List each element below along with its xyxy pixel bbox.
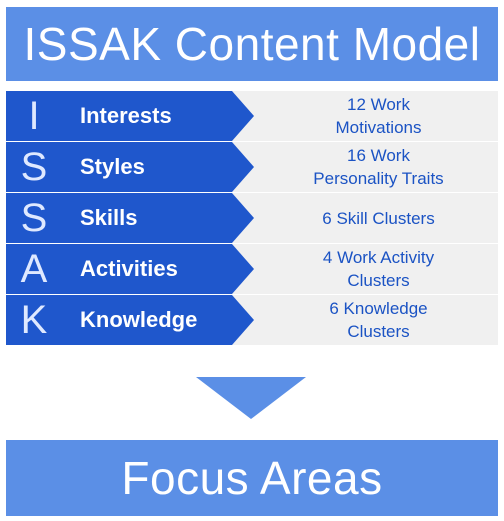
row-letter: S — [6, 193, 62, 243]
detail-box: 4 Work Activity Clusters — [231, 244, 498, 294]
detail-line: Clusters — [347, 322, 410, 341]
detail-line: Clusters — [347, 271, 410, 290]
title-banner: ISSAK Content Model — [6, 7, 498, 81]
row-name: Knowledge — [80, 307, 198, 332]
detail-line: 6 Knowledge — [329, 299, 428, 318]
arrow-shape: Activities — [62, 244, 254, 294]
detail-line: 16 Work — [346, 146, 410, 165]
focus-areas-banner: Focus Areas — [6, 440, 498, 516]
detail-line: 12 Work — [346, 95, 410, 114]
row-styles: 16 Work Personality Traits Styles S — [6, 142, 498, 192]
row-name: Skills — [80, 205, 138, 230]
row-letter: A — [6, 244, 62, 294]
arrow-shape: Styles — [62, 142, 254, 192]
row-name: Activities — [80, 256, 178, 281]
row-interests: 12 Work Motivations Interests I — [6, 91, 498, 141]
detail-line: 6 Skill Clusters — [322, 208, 435, 228]
arrow-shape: Knowledge — [62, 295, 254, 345]
footer-title: Focus Areas — [121, 452, 383, 504]
arrow-shape: Interests — [62, 91, 254, 141]
arrow-shape: Skills — [62, 193, 254, 243]
row-name: Styles — [80, 154, 145, 179]
row-name: Interests — [80, 103, 172, 128]
diagram-title: ISSAK Content Model — [23, 18, 481, 70]
detail-box: 12 Work Motivations — [231, 91, 498, 141]
detail-line: Motivations — [335, 118, 422, 137]
detail-line: 4 Work Activity — [322, 248, 435, 267]
row-letter: I — [6, 91, 62, 141]
detail-box: 6 Skill Clusters — [231, 193, 498, 243]
row-skills: 6 Skill Clusters Skills S — [6, 193, 498, 243]
detail-box: 6 Knowledge Clusters — [231, 295, 498, 345]
detail-box: 16 Work Personality Traits — [231, 142, 498, 192]
row-activities: 4 Work Activity Clusters Activities A — [6, 244, 498, 294]
row-letter: K — [6, 295, 62, 345]
detail-line: Personality Traits — [313, 169, 444, 188]
row-knowledge: 6 Knowledge Clusters Knowledge K — [6, 295, 498, 345]
row-letter: S — [6, 142, 62, 192]
